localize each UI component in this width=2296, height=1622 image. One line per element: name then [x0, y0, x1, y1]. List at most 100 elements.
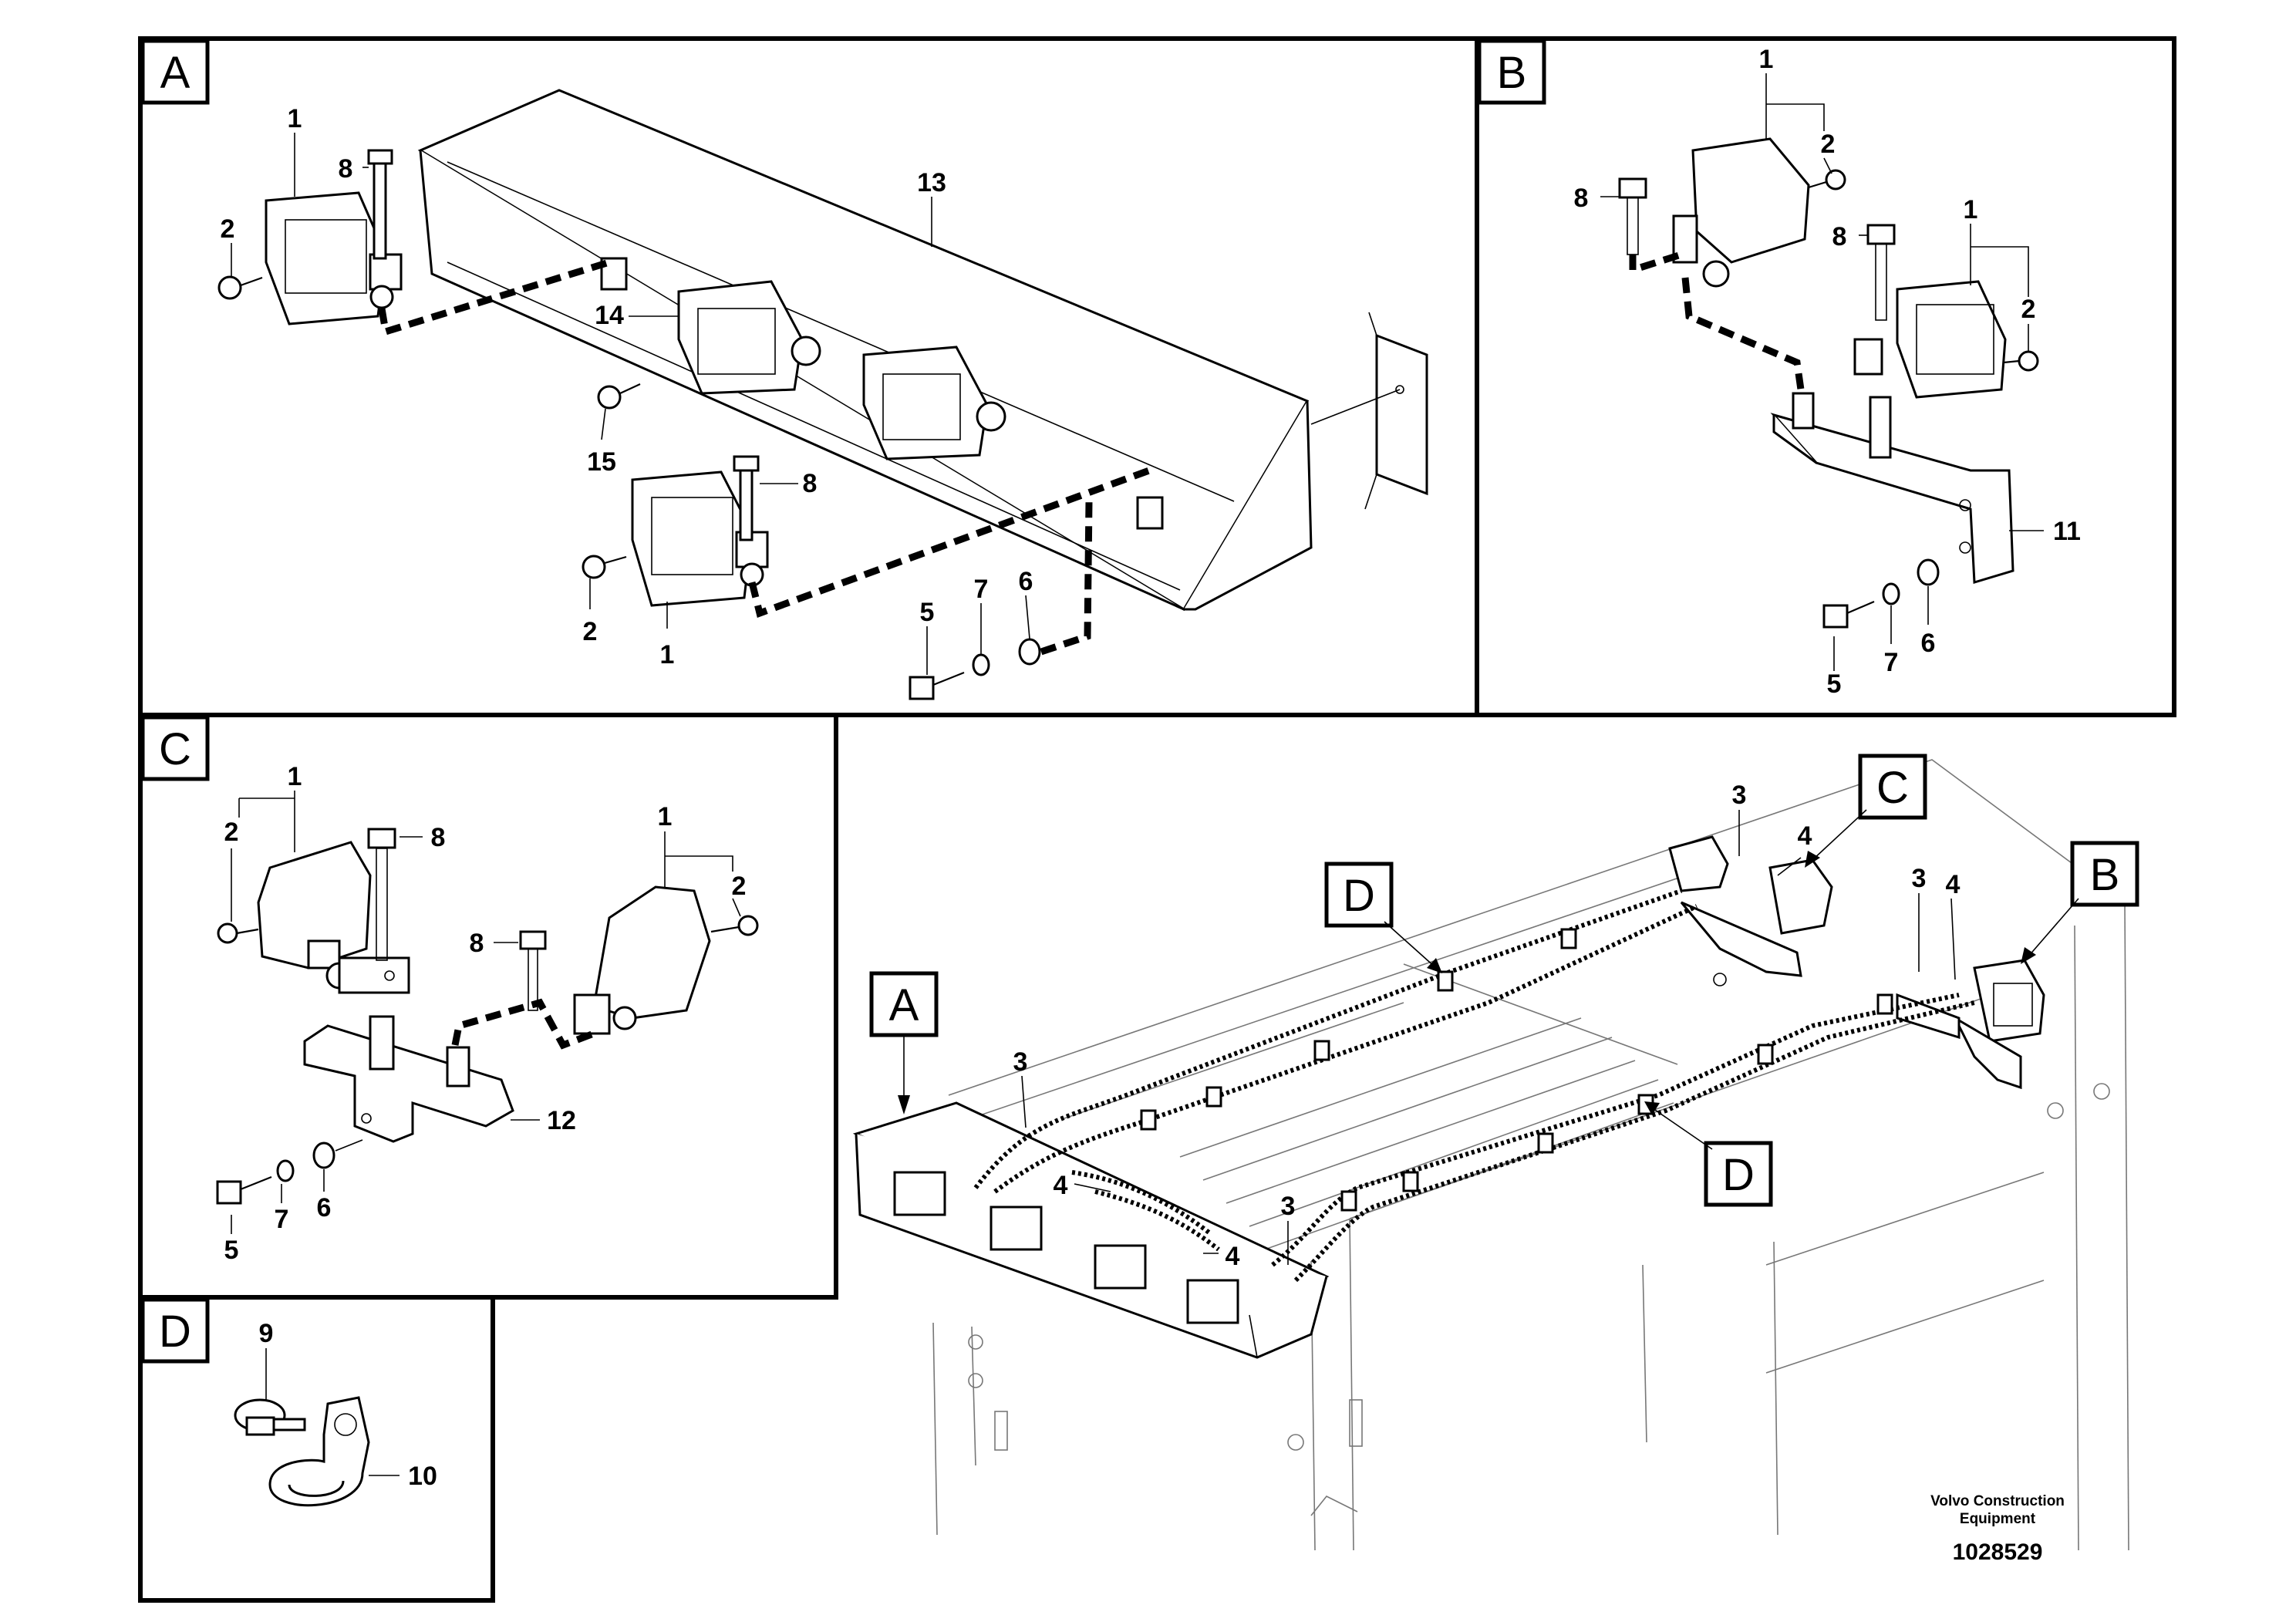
lock-washer-b-7 [1882, 582, 1900, 605]
washer-c-6 [312, 1141, 335, 1169]
harness-front-right-2 [1293, 1000, 1975, 1283]
label-b-11: 11 [2053, 517, 2081, 546]
assembly-path-c1 [451, 998, 595, 1050]
label-c-12: 12 [547, 1106, 576, 1135]
assembly-path-a1 [378, 258, 611, 336]
overview-tag-d-top: D [1324, 862, 1442, 973]
label-c-7: 7 [275, 1205, 289, 1234]
label-c-1b: 1 [658, 802, 673, 831]
label-a-2b: 2 [583, 617, 598, 646]
overview-label-3c: 3 [1732, 781, 1747, 810]
work-lamp-b-right [1853, 224, 2039, 399]
overview-label-3d: 3 [1912, 864, 1927, 893]
harness-center-2 [1094, 1189, 1220, 1252]
overview-label-3b: 3 [1281, 1192, 1296, 1221]
svg-text:A: A [160, 48, 190, 98]
harness-front-left-2 [993, 904, 1698, 1194]
label-d-9: 9 [259, 1319, 274, 1348]
bulb-15 [597, 383, 641, 410]
brand-line-2: Equipment [1960, 1511, 2036, 1527]
rear-lamp-cluster [1668, 835, 1833, 986]
overview-tag-d-bottom: D [1644, 1101, 1773, 1207]
work-lamp-b-top [1618, 137, 1846, 288]
label-c-1: 1 [288, 762, 302, 791]
assembly-path-a2 [748, 467, 1151, 618]
svg-text:D: D [1343, 871, 1375, 921]
front-light-bar [852, 1101, 1330, 1359]
label-a-1b: 1 [660, 640, 675, 669]
label-b-1b: 1 [1964, 195, 1978, 224]
harness-front-left [973, 889, 1682, 1189]
right-lamp-cluster [1896, 959, 2045, 1090]
label-b-2b: 2 [2021, 295, 2036, 324]
label-a-15: 15 [587, 447, 616, 477]
bolt-c-5 [216, 1180, 242, 1205]
svg-text:C: C [159, 724, 191, 774]
overview-label-4c: 4 [1798, 821, 1812, 851]
inner-lamp-1 [677, 280, 821, 395]
bolt-5 [909, 671, 965, 700]
label-a-6: 6 [1019, 567, 1033, 596]
overview-label-4d: 4 [1946, 870, 1961, 899]
label-d-10: 10 [408, 1462, 437, 1491]
svg-text:B: B [1497, 48, 1527, 98]
panel-a-drawing: 1 8 2 13 14 15 8 2 1 5 7 6 [217, 89, 1428, 700]
assembly-path-b1 [1681, 277, 1805, 390]
work-lamp-front [582, 455, 769, 607]
label-b-8: 8 [1574, 184, 1589, 213]
footer: Volvo Construction Equipment 1028529 [1930, 1493, 2065, 1565]
label-a-7: 7 [974, 575, 989, 604]
label-b-1: 1 [1759, 45, 1774, 74]
overview-tag-c: C [1805, 754, 1927, 868]
work-lamp-c-right [519, 885, 759, 1035]
svg-text:B: B [2090, 850, 2120, 900]
label-c-2b: 2 [732, 872, 747, 901]
label-c-2: 2 [224, 818, 239, 847]
assembly-path-b2 [1629, 251, 1683, 275]
work-lamp-left [217, 149, 403, 325]
lock-washer-7 [972, 653, 990, 676]
bracket-12 [303, 1015, 514, 1143]
svg-text:C: C [1876, 763, 1909, 813]
panel-b-drawing: 1 2 8 8 1 2 11 5 7 6 [1574, 45, 2081, 699]
svg-text:A: A [889, 980, 919, 1030]
panel-c-drawing: 1 2 8 1 2 8 12 5 7 6 [216, 762, 759, 1265]
panel-b-frame [1475, 36, 2176, 717]
clamp-10 [268, 1396, 370, 1507]
washer-6 [1018, 638, 1041, 666]
brand-line-1: Volvo Construction [1930, 1493, 2065, 1509]
bolt-b-5 [1822, 604, 1849, 629]
washer-b-6 [1917, 558, 1940, 586]
harness-front-right [1271, 993, 1960, 1267]
harness-clamps [1140, 928, 1893, 1212]
light-housing [417, 89, 1313, 612]
lock-washer-c-7 [276, 1159, 295, 1182]
overview-label-4b: 4 [1226, 1242, 1240, 1271]
panel-frames [138, 36, 2176, 1603]
overview-tag-b: B [2021, 841, 2139, 964]
label-a-1: 1 [288, 104, 302, 133]
label-a-14: 14 [595, 301, 624, 330]
label-c-5: 5 [224, 1236, 239, 1265]
label-c-6: 6 [317, 1193, 332, 1222]
mount-plate [1310, 312, 1428, 510]
svg-text:D: D [1722, 1150, 1755, 1200]
assembly-path-a3 [1040, 501, 1093, 656]
panel-d-drawing: 9 10 [234, 1319, 437, 1507]
label-b-7: 7 [1884, 648, 1899, 677]
label-a-8: 8 [339, 154, 353, 184]
overview-label-4a: 4 [1054, 1171, 1068, 1200]
panel-tags: A B C D [140, 39, 1546, 1364]
label-b-6: 6 [1921, 629, 1936, 658]
grommet-2 [1136, 496, 1164, 530]
panel-b-tag: B [1477, 39, 1546, 105]
panel-c-frame [138, 713, 838, 1300]
label-a-5: 5 [920, 598, 935, 627]
label-c-8b: 8 [470, 929, 484, 958]
label-a-13: 13 [917, 168, 946, 197]
inner-lamp-2 [862, 346, 1006, 460]
work-lamp-c-left [217, 828, 410, 994]
screw-9 [234, 1398, 306, 1436]
overview-tag-a: A [869, 971, 939, 1114]
